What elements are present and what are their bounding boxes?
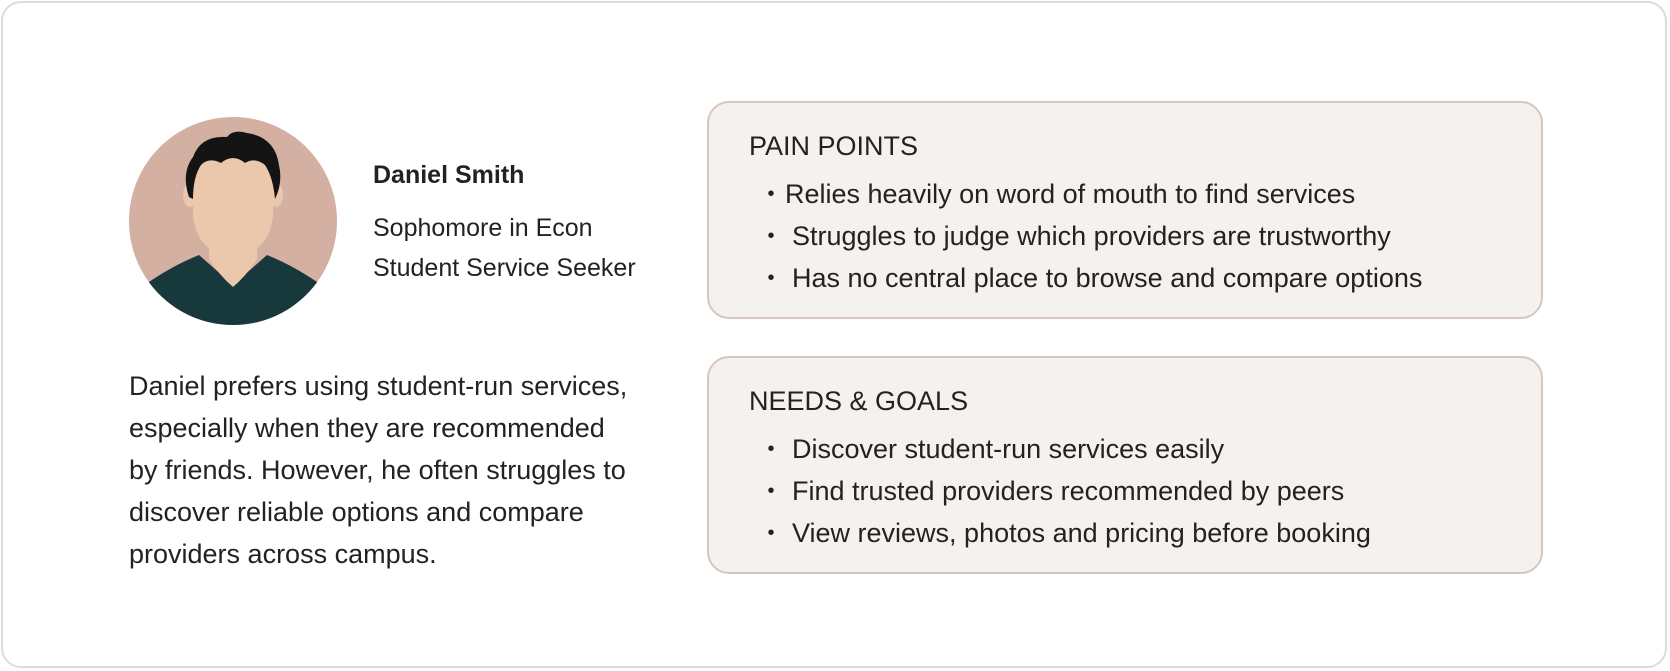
pain-point-text: Struggles to judge which providers are t… [792, 221, 1391, 251]
needs-goals-panel: NEEDS & GOALS • Discover student-run ser… [707, 356, 1543, 574]
bio-line: Daniel prefers using student-run service… [129, 371, 628, 401]
bullet-icon: • [767, 225, 775, 247]
needs-goals-title: NEEDS & GOALS [749, 386, 969, 416]
pain-points-title: PAIN POINTS [749, 131, 919, 161]
need-goal-text: Find trusted providers recommended by pe… [792, 476, 1345, 506]
bullet-icon: • [767, 480, 775, 502]
bio-line: providers across campus. [129, 539, 437, 569]
need-goal-text: Discover student-run services easily [792, 434, 1225, 464]
person-avatar-icon [129, 117, 337, 325]
bullet-icon: • [767, 267, 775, 289]
bullet-icon: • [767, 438, 775, 460]
pain-points-panel: PAIN POINTS • Relies heavily on word of … [707, 101, 1543, 319]
persona-archetype: Student Service Seeker [373, 254, 636, 282]
persona-bio: Daniel prefers using student-run service… [129, 365, 669, 575]
persona-name: Daniel Smith [373, 161, 525, 189]
pain-point-text: Relies heavily on word of mouth to find … [785, 179, 1356, 209]
bio-line: especially when they are recommended [129, 413, 605, 443]
persona-role: Sophomore in Econ [373, 214, 593, 242]
pain-point-text: Has no central place to browse and compa… [792, 263, 1423, 293]
bullet-icon: • [767, 522, 775, 544]
bullet-icon: • [767, 183, 775, 205]
need-goal-text: View reviews, photos and pricing before … [792, 518, 1371, 548]
bio-line: discover reliable options and compare [129, 497, 584, 527]
bio-line: by friends. However, he often struggles … [129, 455, 626, 485]
